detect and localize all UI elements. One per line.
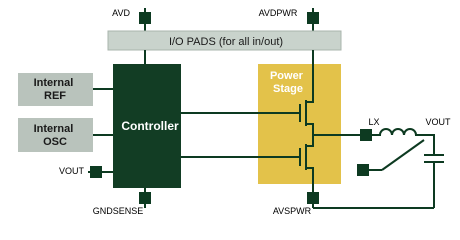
power-stage-line1: Power xyxy=(270,70,304,82)
lx-pin xyxy=(360,129,372,141)
internal-ref-line1: Internal xyxy=(34,77,74,89)
power-stage-label: Power Stage xyxy=(270,70,306,95)
avd-label: AVD xyxy=(112,8,130,18)
internal-ref-block xyxy=(18,73,93,106)
avdpwr-label: AVDPWR xyxy=(259,8,298,18)
internal-osc-label: Internal OSC xyxy=(34,123,77,148)
sense-to-vout-wire xyxy=(381,139,425,171)
controller-block xyxy=(113,64,181,188)
internal-ref-label: Internal REF xyxy=(34,77,77,102)
vout-left-pin xyxy=(90,166,102,178)
gndsense-label: GNDSENSE xyxy=(93,206,144,216)
avd-pin xyxy=(139,12,151,24)
lx-label: LX xyxy=(368,117,379,127)
output-capacitor xyxy=(424,154,444,208)
gndsense-pin xyxy=(139,192,151,204)
block-diagram: AVD AVDPWR I/O PADS (for all in/out) Int… xyxy=(18,8,451,216)
internal-osc-block xyxy=(18,118,93,152)
internal-osc-line1: Internal xyxy=(34,123,74,135)
vout-right-label: VOUT xyxy=(425,117,451,127)
avspwr-label: AVSPWR xyxy=(273,206,312,216)
avspwr-pin xyxy=(307,192,319,204)
io-pads-block xyxy=(107,30,342,51)
inductor xyxy=(372,128,424,136)
high-side-transistor xyxy=(299,64,314,135)
power-stage-line2: Stage xyxy=(273,83,303,95)
io-pads-label: I/O PADS (for all in/out) xyxy=(169,36,283,48)
controller-label: Controller xyxy=(121,119,179,133)
vout-right-wire xyxy=(424,134,435,155)
sense-pin xyxy=(357,164,369,176)
vout-left-label: VOUT xyxy=(59,166,85,176)
internal-ref-line2: REF xyxy=(44,90,66,102)
avdpwr-pin xyxy=(307,12,319,24)
internal-osc-line2: OSC xyxy=(43,136,67,148)
